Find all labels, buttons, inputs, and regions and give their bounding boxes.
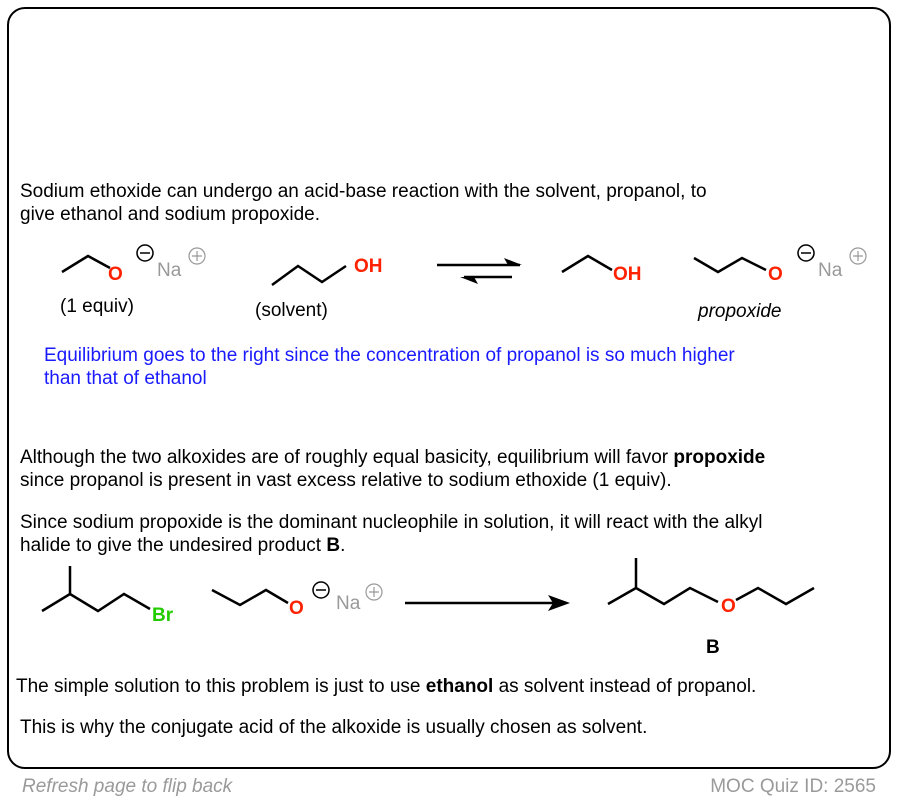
refresh-hint[interactable]: Refresh page to flip back bbox=[22, 776, 233, 797]
ethanol-structure: OH bbox=[561, 254, 642, 285]
equilibrium-note-line-1: Equilibrium goes to the right since the … bbox=[44, 345, 735, 366]
quiz-id: MOC Quiz ID: 2565 bbox=[710, 776, 876, 797]
svg-text:O: O bbox=[289, 598, 304, 619]
nucleophile-line-1: Since sodium propoxide is the dominant n… bbox=[20, 512, 763, 533]
product-b-label: B bbox=[706, 637, 720, 658]
solution-text: The simple solution to this problem is j… bbox=[16, 676, 757, 697]
propanol-label: (solvent) bbox=[255, 300, 328, 321]
equilibrium-note-line-2: than that of ethanol bbox=[44, 368, 207, 389]
sodium-atom: Na bbox=[157, 260, 182, 281]
intro-line-1: Sodium ethoxide can undergo an acid-base… bbox=[20, 181, 707, 202]
product-b-structure: O B bbox=[607, 558, 815, 658]
svg-text:Br: Br bbox=[152, 605, 174, 626]
svg-text:O: O bbox=[768, 264, 783, 285]
svg-text:Na: Na bbox=[818, 260, 843, 281]
quiz-card[interactable] bbox=[7, 7, 891, 769]
positive-charge-icon bbox=[192, 251, 202, 261]
sodium-propoxide-reagent: O Na bbox=[211, 581, 383, 619]
propoxide-label: propoxide bbox=[697, 301, 781, 322]
svg-text:O: O bbox=[721, 596, 736, 617]
svg-text:OH: OH bbox=[613, 264, 642, 285]
svg-text:Na: Na bbox=[336, 593, 361, 614]
oxygen-atom: O bbox=[108, 264, 123, 285]
ethoxide-label: (1 equiv) bbox=[60, 296, 134, 317]
intro-line-2: give ethanol and sodium propoxide. bbox=[20, 204, 320, 225]
reaction-arrow-icon bbox=[405, 595, 570, 611]
svg-text:OH: OH bbox=[354, 256, 383, 277]
equilibrium-arrow-icon bbox=[437, 258, 522, 284]
explanation-line-2: since propanol is present in vast excess… bbox=[20, 470, 672, 491]
sodium-ethoxide-structure: O Na (1 equiv) bbox=[60, 244, 206, 317]
alkyl-bromide-structure: Br bbox=[41, 566, 174, 626]
nucleophile-line-2: halide to give the undesired product B. bbox=[20, 535, 346, 556]
conclusion-text: This is why the conjugate acid of the al… bbox=[20, 717, 648, 738]
propanol-structure: OH (solvent) bbox=[255, 256, 383, 321]
sodium-propoxide-structure: O Na propoxide bbox=[693, 244, 867, 322]
explanation-line-1: Although the two alkoxides are of roughl… bbox=[20, 447, 766, 468]
